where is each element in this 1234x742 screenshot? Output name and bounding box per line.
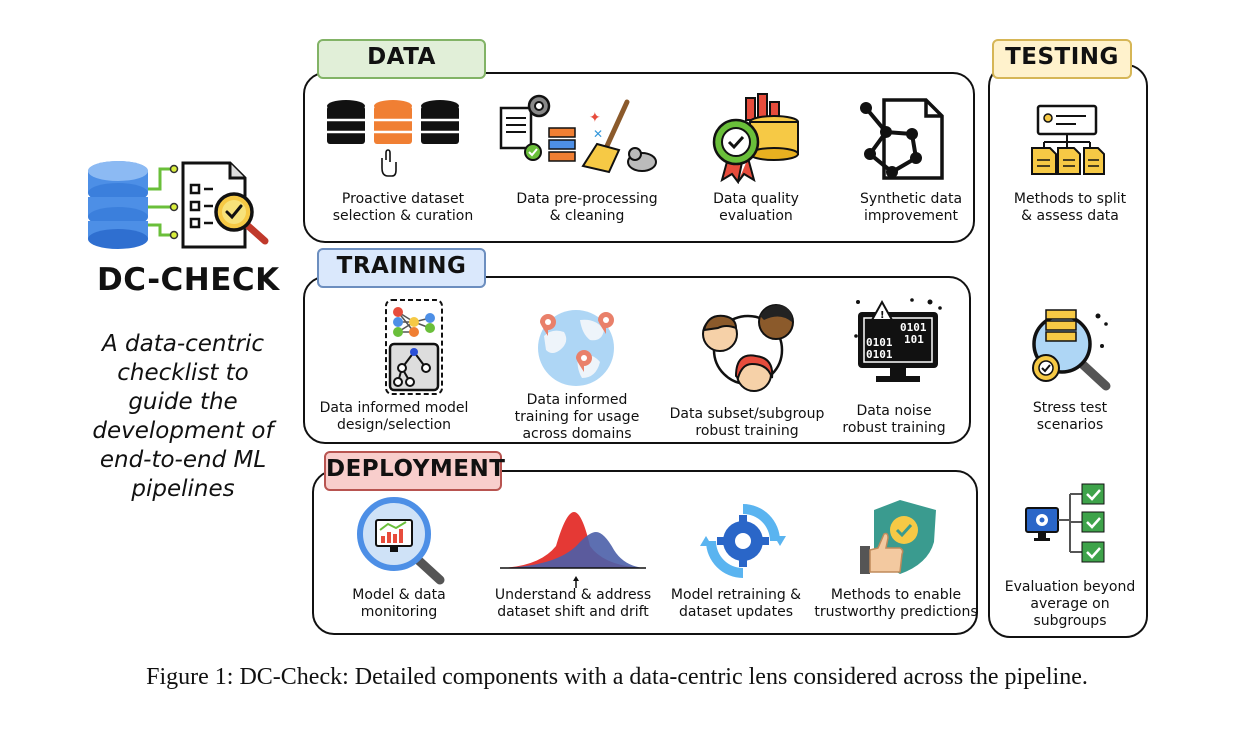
- training-item-1-caption: Data informed model design/selection: [319, 400, 469, 433]
- preprocessing-cleaning-icon: ✦ ✕: [499, 94, 657, 174]
- brand-tagline: A data-centric checklist to guide the de…: [92, 331, 274, 502]
- binary-text-3: 0101: [866, 336, 893, 349]
- distribution-shift-chart-icon: [500, 512, 646, 588]
- deployment-section-tag: DEPLOYMENT: [324, 451, 505, 491]
- svg-text:✦: ✦: [589, 110, 601, 126]
- data-item-1-caption: Proactive dataset selection & curation: [332, 191, 474, 224]
- deployment-item-2-caption: Understand & address dataset shift and d…: [494, 587, 652, 620]
- training-item-2-caption: Data informed training for usage across …: [514, 392, 640, 442]
- subgroup-evaluation-checks-icon: [1025, 483, 1105, 563]
- subgroup-people-icon: [702, 304, 794, 392]
- training-item-3-caption: Data subset/subgroup robust training: [669, 406, 825, 439]
- data-split-hierarchy-icon: [1031, 104, 1105, 175]
- brand-title: DC-CHECK: [97, 262, 280, 298]
- database-selection-icon: [327, 100, 459, 177]
- testing-item-3-caption: Evaluation beyond average on subgroups: [1004, 579, 1136, 629]
- globe-locations-icon: [538, 310, 614, 386]
- figure-caption: Figure 1: DC-Check: Detailed components …: [146, 664, 1088, 690]
- dc-check-logo-icon: [88, 161, 269, 249]
- binary-text-1: 0101: [900, 321, 927, 334]
- deployment-item-4-caption: Methods to enable trustworthy prediction…: [814, 587, 978, 620]
- noisy-data-monitor-icon: ! 0101 101 0101 0101: [854, 298, 942, 382]
- training-item-4-caption: Data noise robust training: [842, 403, 946, 436]
- retraining-gear-cycle-icon: [700, 504, 786, 578]
- testing-item-1-caption: Methods to split & assess data: [1013, 191, 1127, 224]
- neural-network-model-icon: [385, 299, 443, 395]
- binary-text-2: 101: [904, 333, 924, 346]
- data-quality-badge-icon: [712, 93, 799, 184]
- training-section-tag: TRAINING: [317, 248, 486, 288]
- stress-test-magnifier-icon: [1032, 309, 1111, 391]
- svg-text:!: !: [880, 310, 885, 321]
- data-panel: [303, 72, 975, 243]
- data-section-tag: DATA: [317, 39, 486, 79]
- testing-item-2-caption: Stress test scenarios: [1032, 400, 1108, 433]
- binary-text-4: 0101: [866, 348, 893, 361]
- data-item-3-caption: Data quality evaluation: [713, 191, 799, 224]
- testing-section-tag: TESTING: [992, 39, 1132, 79]
- data-item-2-caption: Data pre-processing & cleaning: [516, 191, 658, 224]
- trust-shield-thumbs-up-icon: [860, 500, 936, 574]
- monitoring-magnifier-icon: [357, 497, 445, 585]
- svg-text:✕: ✕: [593, 127, 603, 141]
- deployment-item-1-caption: Model & data monitoring: [352, 587, 446, 620]
- synthetic-data-document-icon: [860, 98, 944, 180]
- deployment-item-3-caption: Model retraining & dataset updates: [670, 587, 802, 620]
- data-item-4-caption: Synthetic data improvement: [859, 191, 963, 224]
